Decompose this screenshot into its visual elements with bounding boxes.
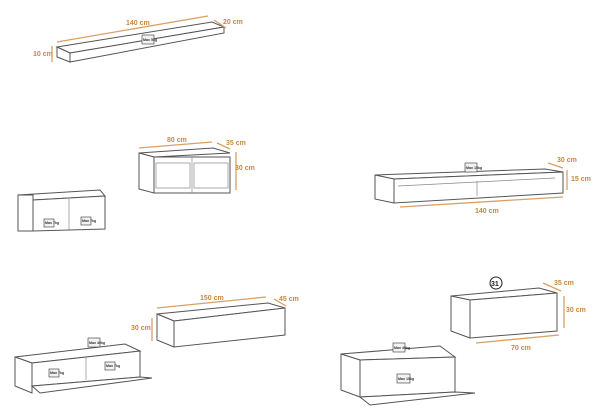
width-label: 140 cm bbox=[126, 20, 150, 27]
width-dimension-line bbox=[399, 196, 564, 208]
depth-dimension-line bbox=[213, 19, 227, 29]
load-label-right: Max 7kg bbox=[106, 364, 120, 368]
glass-door-right bbox=[193, 162, 229, 189]
flap-door bbox=[358, 391, 476, 406]
flap-door bbox=[30, 376, 153, 394]
load-label-left: Max 7kg bbox=[45, 221, 59, 225]
unit-front bbox=[469, 292, 558, 339]
depth-label: 45 cm bbox=[279, 296, 299, 303]
long-wall-shelf: 140 cm 20 cm 10 cm Max 5kg bbox=[33, 15, 243, 63]
unit-side bbox=[450, 295, 471, 339]
tv-unit-70-open: Max 40kg Max 15kg bbox=[340, 342, 476, 406]
depth-dimension-line bbox=[216, 142, 231, 150]
depth-label: 20 cm bbox=[223, 19, 243, 26]
cabinet-side bbox=[138, 152, 155, 194]
item-number-badge bbox=[489, 276, 503, 290]
load-label-top: Max 40kg bbox=[394, 346, 410, 350]
cabinet-top bbox=[138, 147, 231, 158]
load-tag bbox=[464, 162, 478, 173]
width-dimension-line bbox=[56, 15, 209, 43]
width-dimension-line bbox=[138, 141, 213, 149]
tv-unit-70-closed: 31 70 cm 35 cm 30 cm bbox=[450, 276, 586, 352]
load-tag-left bbox=[43, 218, 55, 228]
load-tag-top bbox=[392, 342, 406, 353]
glass-door-left bbox=[155, 162, 191, 189]
item-number: 31 bbox=[491, 281, 499, 288]
width-label: 140 cm bbox=[475, 208, 499, 215]
depth-label: 35 cm bbox=[554, 280, 574, 287]
load-label-inside: Max 15kg bbox=[398, 377, 414, 381]
depth-label: 30 cm bbox=[557, 157, 577, 164]
width-label: 70 cm bbox=[511, 345, 531, 352]
height-label: 15 cm bbox=[571, 176, 591, 183]
open-unit-side bbox=[14, 356, 33, 394]
depth-dimension-line bbox=[542, 282, 562, 292]
depth-label: 35 cm bbox=[226, 140, 246, 147]
load-label: Max 15kg bbox=[466, 166, 482, 170]
load-label-left: Max 7kg bbox=[50, 371, 64, 375]
open-cabinet: Max 7kg Max 7kg bbox=[17, 189, 107, 232]
load-label-top: Max 40kg bbox=[89, 341, 105, 345]
depth-dimension-line bbox=[273, 298, 287, 307]
load-tag bbox=[141, 34, 155, 45]
width-label: 80 cm bbox=[167, 137, 187, 144]
open-cabinet-side bbox=[17, 194, 34, 232]
height-label: 10 cm bbox=[33, 51, 53, 58]
unit-front bbox=[173, 307, 286, 348]
tv-shelf-left bbox=[374, 174, 395, 204]
tv-unit-150-closed: 150 cm 45 cm 30 cm bbox=[131, 295, 299, 348]
width-dimension-line bbox=[475, 334, 560, 344]
load-label-right: Max 7kg bbox=[82, 219, 96, 223]
load-tag-left bbox=[48, 368, 60, 378]
shelf-front bbox=[69, 26, 225, 63]
width-dimension-line bbox=[156, 296, 267, 309]
depth-dimension-line bbox=[547, 162, 564, 169]
glass-door-cabinet: 80 cm 35 cm 30 cm bbox=[138, 137, 255, 194]
tv-unit-150-open: Max 40kg Max 7kg Max 7kg bbox=[14, 337, 153, 394]
height-label: 30 cm bbox=[131, 325, 151, 332]
height-label: 30 cm bbox=[566, 307, 586, 314]
load-tag-top bbox=[87, 337, 101, 348]
tv-shelf-inner bbox=[397, 177, 556, 187]
load-label: Max 5kg bbox=[143, 38, 157, 42]
height-label: 30 cm bbox=[235, 165, 255, 172]
width-label: 150 cm bbox=[200, 295, 224, 302]
load-tag-inside bbox=[396, 373, 411, 384]
load-tag-right bbox=[104, 361, 116, 371]
load-tag-right bbox=[80, 216, 92, 226]
open-unit-side bbox=[340, 353, 361, 398]
tv-top-shelf: 140 cm 30 cm 15 cm Max 15kg bbox=[374, 157, 591, 215]
